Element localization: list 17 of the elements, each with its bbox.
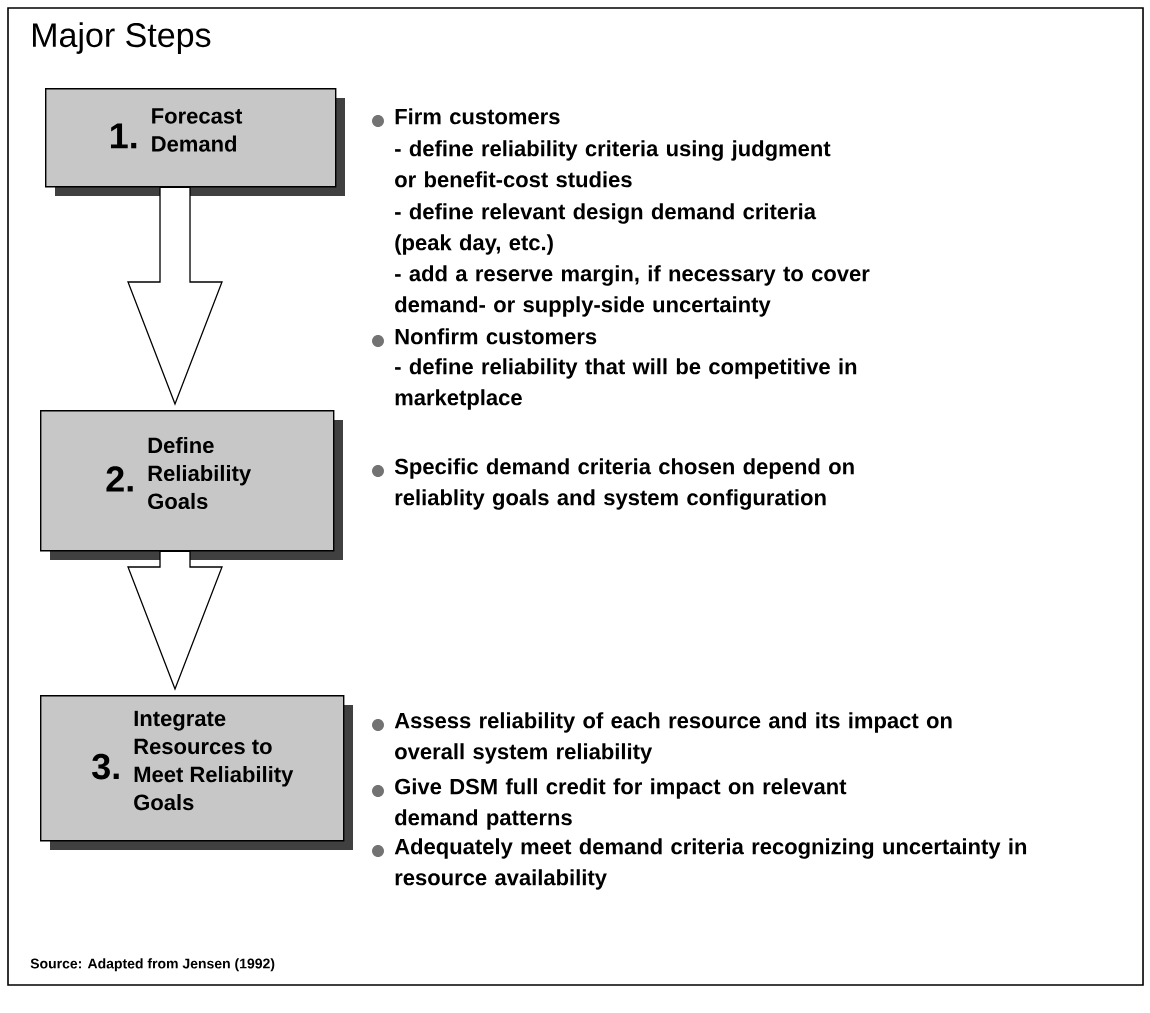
bullet-text: - define relevant design demand criteria (peak day, etc.) [395, 203, 817, 255]
bullet-text: Give DSM full credit for impact on relevant demand patterns [395, 778, 847, 830]
bullet-text: - add a reserve margin, if necessary to cover demand- or supply-side uncertainty [395, 265, 870, 317]
title: Major Steps [33, 22, 211, 54]
bullet-text: Adequately meet demand criteria recognizing uncertainty in resource availability [394, 838, 1027, 890]
source-note: Source: Adapted from Jensen (1992) [30, 958, 275, 972]
step-box: 1. Forecast Demand [45, 88, 345, 196]
step-box: 3. Integrate Resources to Meet Reliability Goals [40, 695, 353, 850]
bullet-text: Nonfirm customers [395, 328, 597, 345]
bullet-text: Firm customers [395, 108, 560, 125]
block-arrow [127, 550, 223, 691]
step-box: 2. Define Reliability Goals [40, 410, 343, 560]
bullet-text: Specific demand criteria chosen depend on reliablity goals and system configuration [394, 458, 854, 510]
bullet-text: - define reliability criteria using judgment or benefit-cost studies [395, 140, 831, 188]
bullet-text: Assess reliability of each resource and its impact on overall system reliability [394, 712, 952, 764]
block-arrow [127, 186, 223, 406]
bullet-text: - define reliability that will be competitive in marketplace [395, 358, 857, 410]
